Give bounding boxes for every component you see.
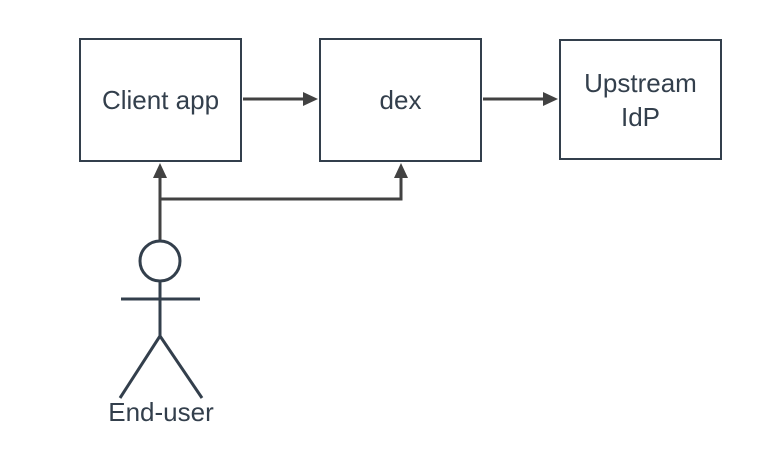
edge-user-to-client — [153, 163, 167, 241]
arrowhead-right-icon — [303, 92, 318, 106]
arrowhead-up-icon — [153, 163, 167, 178]
upstream-idp-node: Upstream IdP — [559, 39, 722, 160]
client-app-label: Client app — [101, 85, 220, 115]
actor-right-leg-icon — [158, 335, 204, 399]
dex-node: dex — [319, 38, 482, 162]
upstream-idp-label-line1: Upstream — [584, 67, 697, 98]
edge-user-to-dex — [160, 163, 408, 201]
dex-label: dex — [379, 85, 422, 115]
actor-head-icon — [138, 239, 182, 283]
arrowhead-up-icon — [394, 163, 408, 178]
upstream-idp-label-line2: IdP — [620, 101, 661, 132]
end-user-label: End-user — [108, 397, 214, 427]
end-user-actor — [118, 239, 204, 399]
actor-left-leg-icon — [118, 335, 162, 399]
edge-dex-to-idp — [483, 92, 558, 106]
edge-client-to-dex — [243, 92, 318, 106]
client-app-node: Client app — [79, 38, 242, 162]
arrowhead-right-icon — [543, 92, 558, 106]
